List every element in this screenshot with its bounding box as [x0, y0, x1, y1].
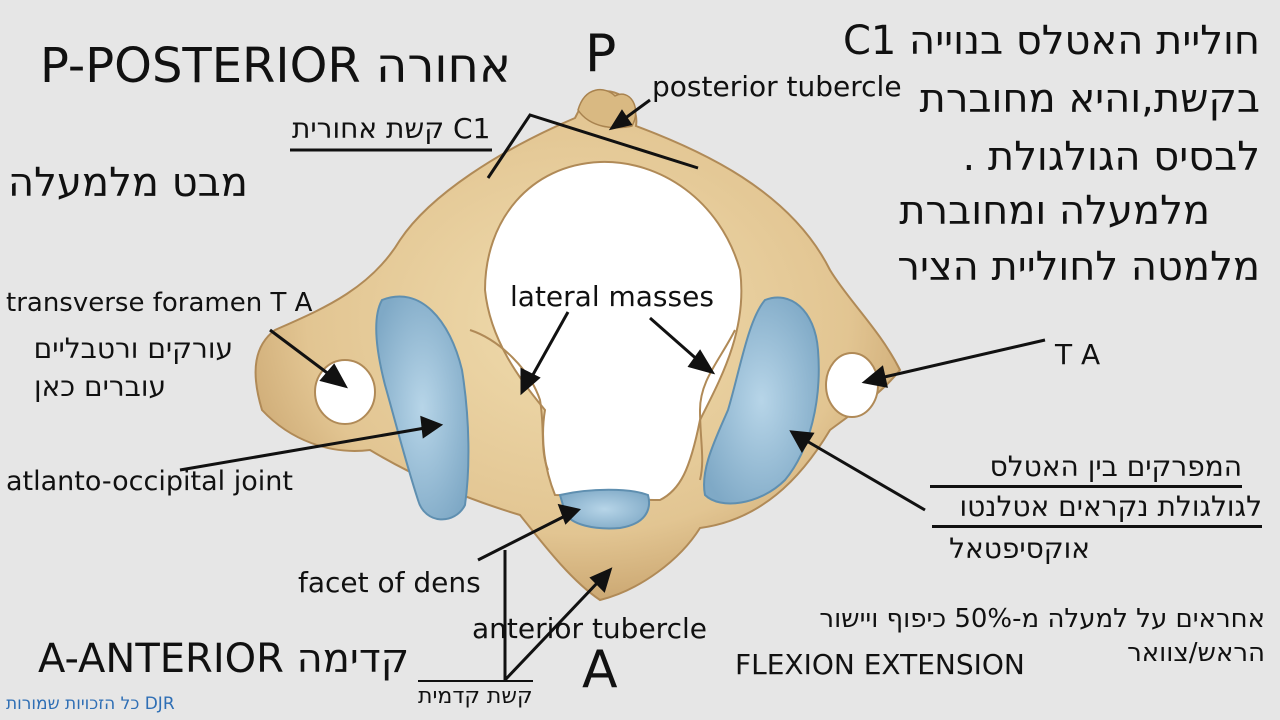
transverse-foramen-right	[825, 352, 879, 418]
description-line5: מלמטה לחוליית הציר	[897, 244, 1260, 290]
description-line1: חוליית האטלס בנוייה C1	[842, 18, 1260, 64]
description-line4: מלמעלה ומחוברת	[899, 188, 1210, 234]
posterior-heading: P-POSTERIOR אחורה	[40, 38, 511, 94]
movement-note-line1: אחראים על למעלה מ-50% כיפוף ויישור	[819, 604, 1265, 634]
posterior-arch-label: C1 קשת אחורית	[292, 112, 491, 145]
pointer-arrows	[179, 98, 1046, 682]
posterior-letter: P	[585, 24, 617, 84]
movement-note-line2: הראש/צוואר	[1127, 638, 1265, 668]
facet-of-dens-shape	[558, 488, 650, 530]
arteries-line1: עורקים ורטבליים	[33, 332, 233, 365]
top-view-label: מבט מלמעלה	[8, 160, 248, 206]
facet-of-dens-label: facet of dens	[298, 566, 481, 599]
joint-note-line1: המפרקים בין האטלס	[930, 450, 1242, 488]
atlanto-occipital-label: atlanto-occipital joint	[6, 466, 293, 497]
posterior-arch-bracket	[486, 113, 699, 179]
movement-note-line3: FLEXION EXTENSION	[735, 648, 1025, 681]
anterior-letter: A	[582, 640, 618, 700]
anterior-tubercle-label: anterior tubercle	[472, 612, 707, 645]
ta-right-label: T A	[1055, 338, 1101, 371]
anterior-heading: A-ANTERIOR קדימה	[38, 636, 410, 682]
joint-note-line3: אוקסיפטאל	[949, 532, 1090, 565]
anterior-arch-label: קשת קדמית	[418, 680, 533, 709]
joint-note-line2: לגולגולת נקראים אטלנטו	[932, 490, 1262, 528]
arteries-line2: עוברים כאן	[33, 370, 166, 403]
transverse-foramen-label: transverse foramen T A	[6, 288, 313, 318]
description-line3: לבסיס הגולגולת .	[962, 134, 1260, 180]
right-articular-facet	[703, 296, 820, 505]
posterior-tubercle-label: posterior tubercle	[652, 70, 902, 103]
description-line2: בקשת,והיא מחוברת	[919, 76, 1260, 122]
lateral-masses-label: lateral masses	[510, 280, 714, 313]
left-articular-facet	[375, 295, 470, 521]
copyright-text: DJR כל הזכויות שמורות	[6, 694, 175, 714]
